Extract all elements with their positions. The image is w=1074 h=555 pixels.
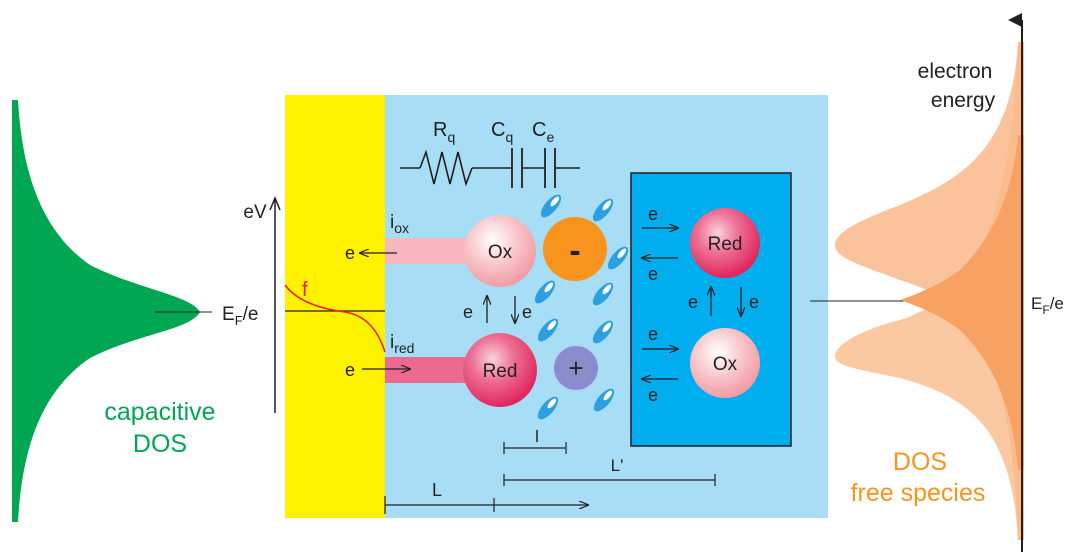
energy-axis-label-line1: electron — [918, 60, 993, 83]
ired-label: ired — [390, 332, 414, 356]
dos-oxidized-band — [835, 42, 1024, 540]
bulk-solution-box: Red Ox e e e e e e — [630, 172, 792, 447]
free-species-dos-label-line2: free species — [851, 479, 986, 507]
red-species-bulk — [690, 208, 760, 278]
solvent-molecules — [534, 194, 629, 420]
iox-label: iox — [390, 212, 409, 236]
label-cq: Cq — [491, 119, 513, 145]
ox-species-bulk — [690, 328, 760, 398]
e-out-label: e — [345, 243, 355, 263]
resistor-rq — [419, 149, 473, 187]
free-species-dos: electron energy EF/e DOS free species — [835, 13, 1064, 552]
e-bot-left-label: e — [648, 385, 658, 405]
fermi-function-label: f — [302, 279, 308, 301]
solvent-molecule — [592, 282, 614, 306]
solvent-molecule — [537, 318, 559, 342]
ev-axis-arrowhead — [269, 196, 281, 211]
ox-species-near — [464, 215, 536, 287]
l-prime-marker-label: L' — [611, 456, 624, 475]
red-species-bulk-label: Red — [708, 234, 743, 255]
reduction-path: Red ired e — [345, 332, 537, 407]
fermi-function: f — [284, 279, 386, 353]
l-marker-label: l — [535, 427, 539, 446]
e-top-left-label: e — [648, 264, 658, 284]
ox-species-near-label: Ox — [488, 242, 513, 263]
solvent-molecule — [537, 396, 559, 420]
ev-axis: eV — [243, 196, 281, 413]
e-down-near-label: e — [522, 302, 532, 322]
fermi-function-curve — [284, 284, 386, 353]
equivalent-circuit: Rq Cq Ce — [400, 119, 580, 188]
red-species-near-label: Red — [483, 361, 518, 382]
label-ce: Ce — [532, 119, 554, 145]
e-top-right-label: e — [648, 204, 658, 224]
big-l-marker-label: L — [432, 480, 442, 500]
anion — [543, 217, 607, 281]
e-up-near-label: e — [463, 302, 473, 322]
solvent-molecule — [540, 194, 562, 218]
anion-label: - — [569, 232, 580, 270]
e-down-bulk-label: e — [749, 292, 759, 312]
e-up-bulk-label: e — [688, 292, 698, 312]
electrode — [285, 95, 385, 518]
cation-label: + — [568, 353, 583, 383]
solvent-molecule — [607, 246, 629, 270]
fermi-label-right: EF/e — [1031, 294, 1064, 317]
cation — [554, 346, 598, 390]
solvent-molecule — [593, 388, 615, 412]
solvent-molecule — [592, 198, 614, 222]
energy-axis-label-line2: energy — [931, 89, 996, 112]
e-bot-right-label: e — [648, 324, 658, 344]
free-species-dos-label-line1: DOS — [893, 448, 947, 476]
ox-species-bulk-label: Ox — [713, 354, 738, 375]
e-in-label: e — [345, 360, 355, 380]
length-markers: l L' L — [384, 427, 716, 514]
ev-axis-label: eV — [243, 202, 267, 223]
dos-overlap — [900, 135, 1024, 470]
solvation-shell-minus: - — [543, 217, 607, 281]
oxidation-path: Ox iox e — [345, 212, 536, 287]
fermi-label-left: EF/e — [222, 304, 259, 328]
capacitive-dos: EF/e capacitive DOS — [12, 100, 259, 522]
capacitive-dos-curve — [12, 100, 200, 522]
capacitive-dos-label-line1: capacitive — [104, 398, 215, 426]
label-rq: Rq — [433, 119, 455, 145]
solvent-molecule — [592, 320, 614, 344]
solvation-shell-plus: + — [554, 346, 598, 390]
red-species-near — [463, 333, 537, 407]
capacitive-dos-label-line2: DOS — [133, 430, 187, 458]
solvent-molecule — [534, 280, 556, 304]
near-electron-transfer: e e — [463, 296, 532, 323]
